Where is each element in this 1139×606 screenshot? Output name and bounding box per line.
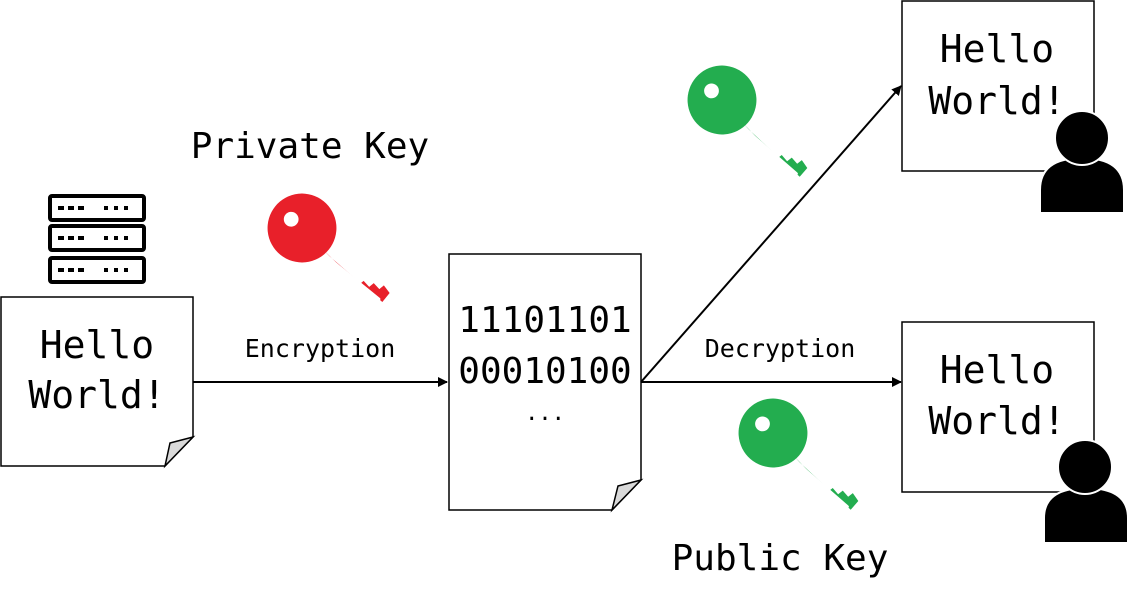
green-key-icon <box>736 393 859 518</box>
red-key-icon <box>264 185 391 314</box>
encryption-label: Encryption <box>245 334 396 363</box>
green-key-icon <box>685 60 808 185</box>
user-icon <box>1043 439 1129 544</box>
cipher-line-1: 11101101 <box>458 300 631 341</box>
recipient-bottom-line-2: World! <box>928 399 1065 443</box>
decryption-label: Decryption <box>705 334 856 363</box>
private-key-label: Private Key <box>191 126 429 167</box>
user-icon <box>1039 110 1125 214</box>
decryption-arrow-top <box>640 85 902 383</box>
recipient-top-line-1: Hello <box>940 27 1054 71</box>
cipher-document: 11101101 00010100 ... <box>448 253 644 513</box>
cipher-line-3: ... <box>525 401 565 426</box>
source-line-2: World! <box>28 373 165 417</box>
recipient-document-top: Hello World! <box>901 0 1095 172</box>
recipient-top-line-2: World! <box>928 79 1065 123</box>
public-key-label: Public Key <box>672 538 889 579</box>
source-line-1: Hello <box>40 323 154 367</box>
source-document: Hello World! <box>0 296 196 469</box>
cipher-line-2: 00010100 <box>458 351 631 392</box>
recipient-bottom-line-1: Hello <box>940 348 1054 392</box>
server-icon <box>48 194 146 284</box>
